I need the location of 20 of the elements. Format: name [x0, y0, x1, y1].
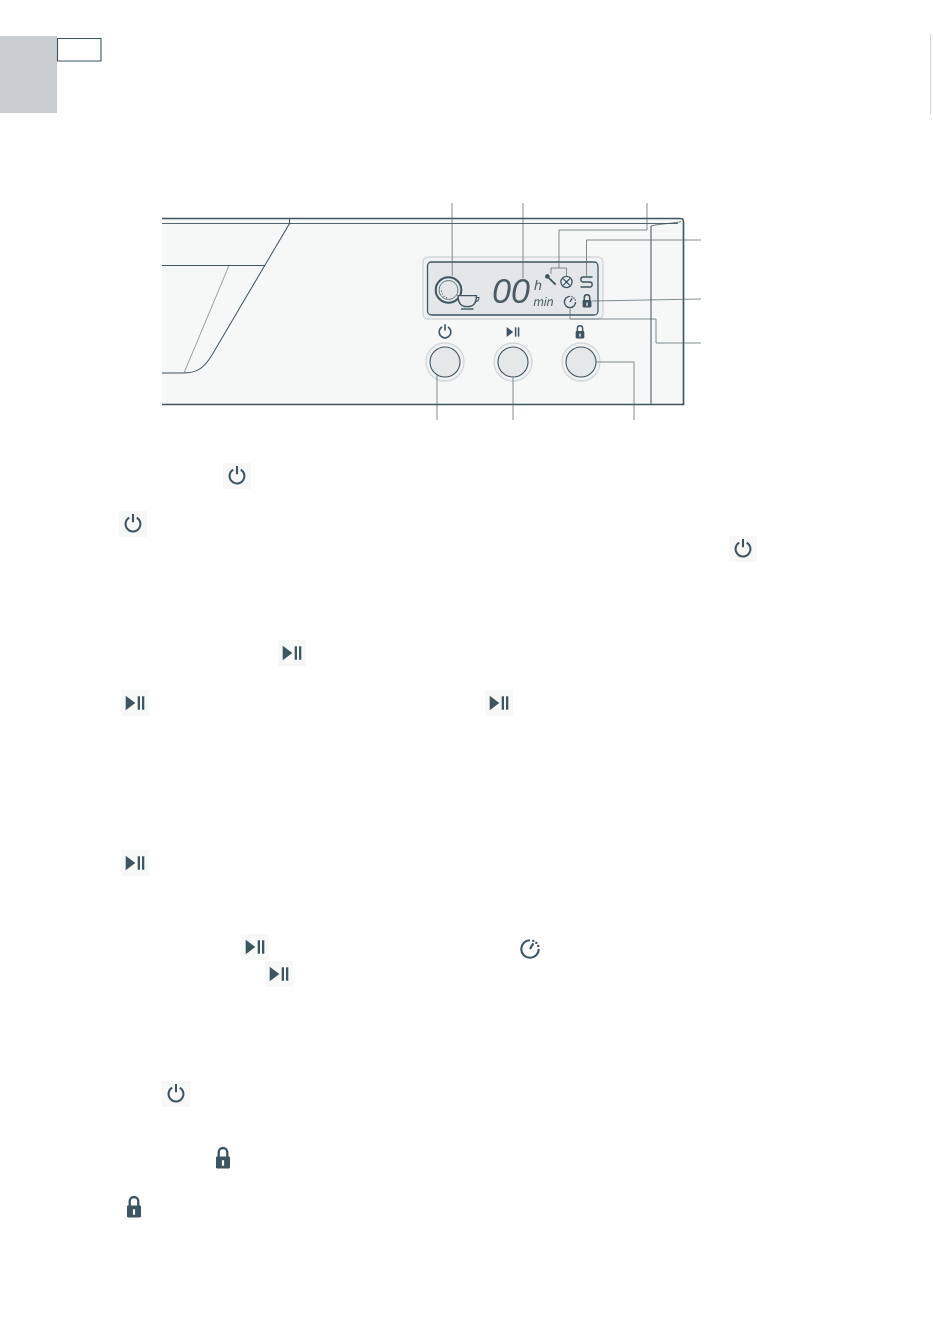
unit-label: min [533, 296, 553, 307]
crossed-circle-icon [560, 275, 573, 289]
push-button [425, 342, 465, 382]
leader-line [451, 202, 453, 277]
leader-line [591, 298, 702, 302]
leader-line [586, 239, 702, 277]
timer-icon [563, 295, 577, 309]
push-button [561, 342, 601, 382]
dishes-icon [434, 276, 480, 310]
leader-line [512, 377, 514, 421]
leader-line [436, 374, 438, 421]
lock-icon [582, 293, 592, 308]
leader-line [550, 202, 648, 277]
unit-label: h [534, 279, 542, 291]
leader-line [596, 361, 635, 421]
time-digits: 00 [493, 278, 530, 304]
push-button [493, 342, 533, 382]
leader-line [569, 307, 702, 344]
wrench-icon [545, 274, 557, 286]
leader-line [522, 202, 524, 279]
